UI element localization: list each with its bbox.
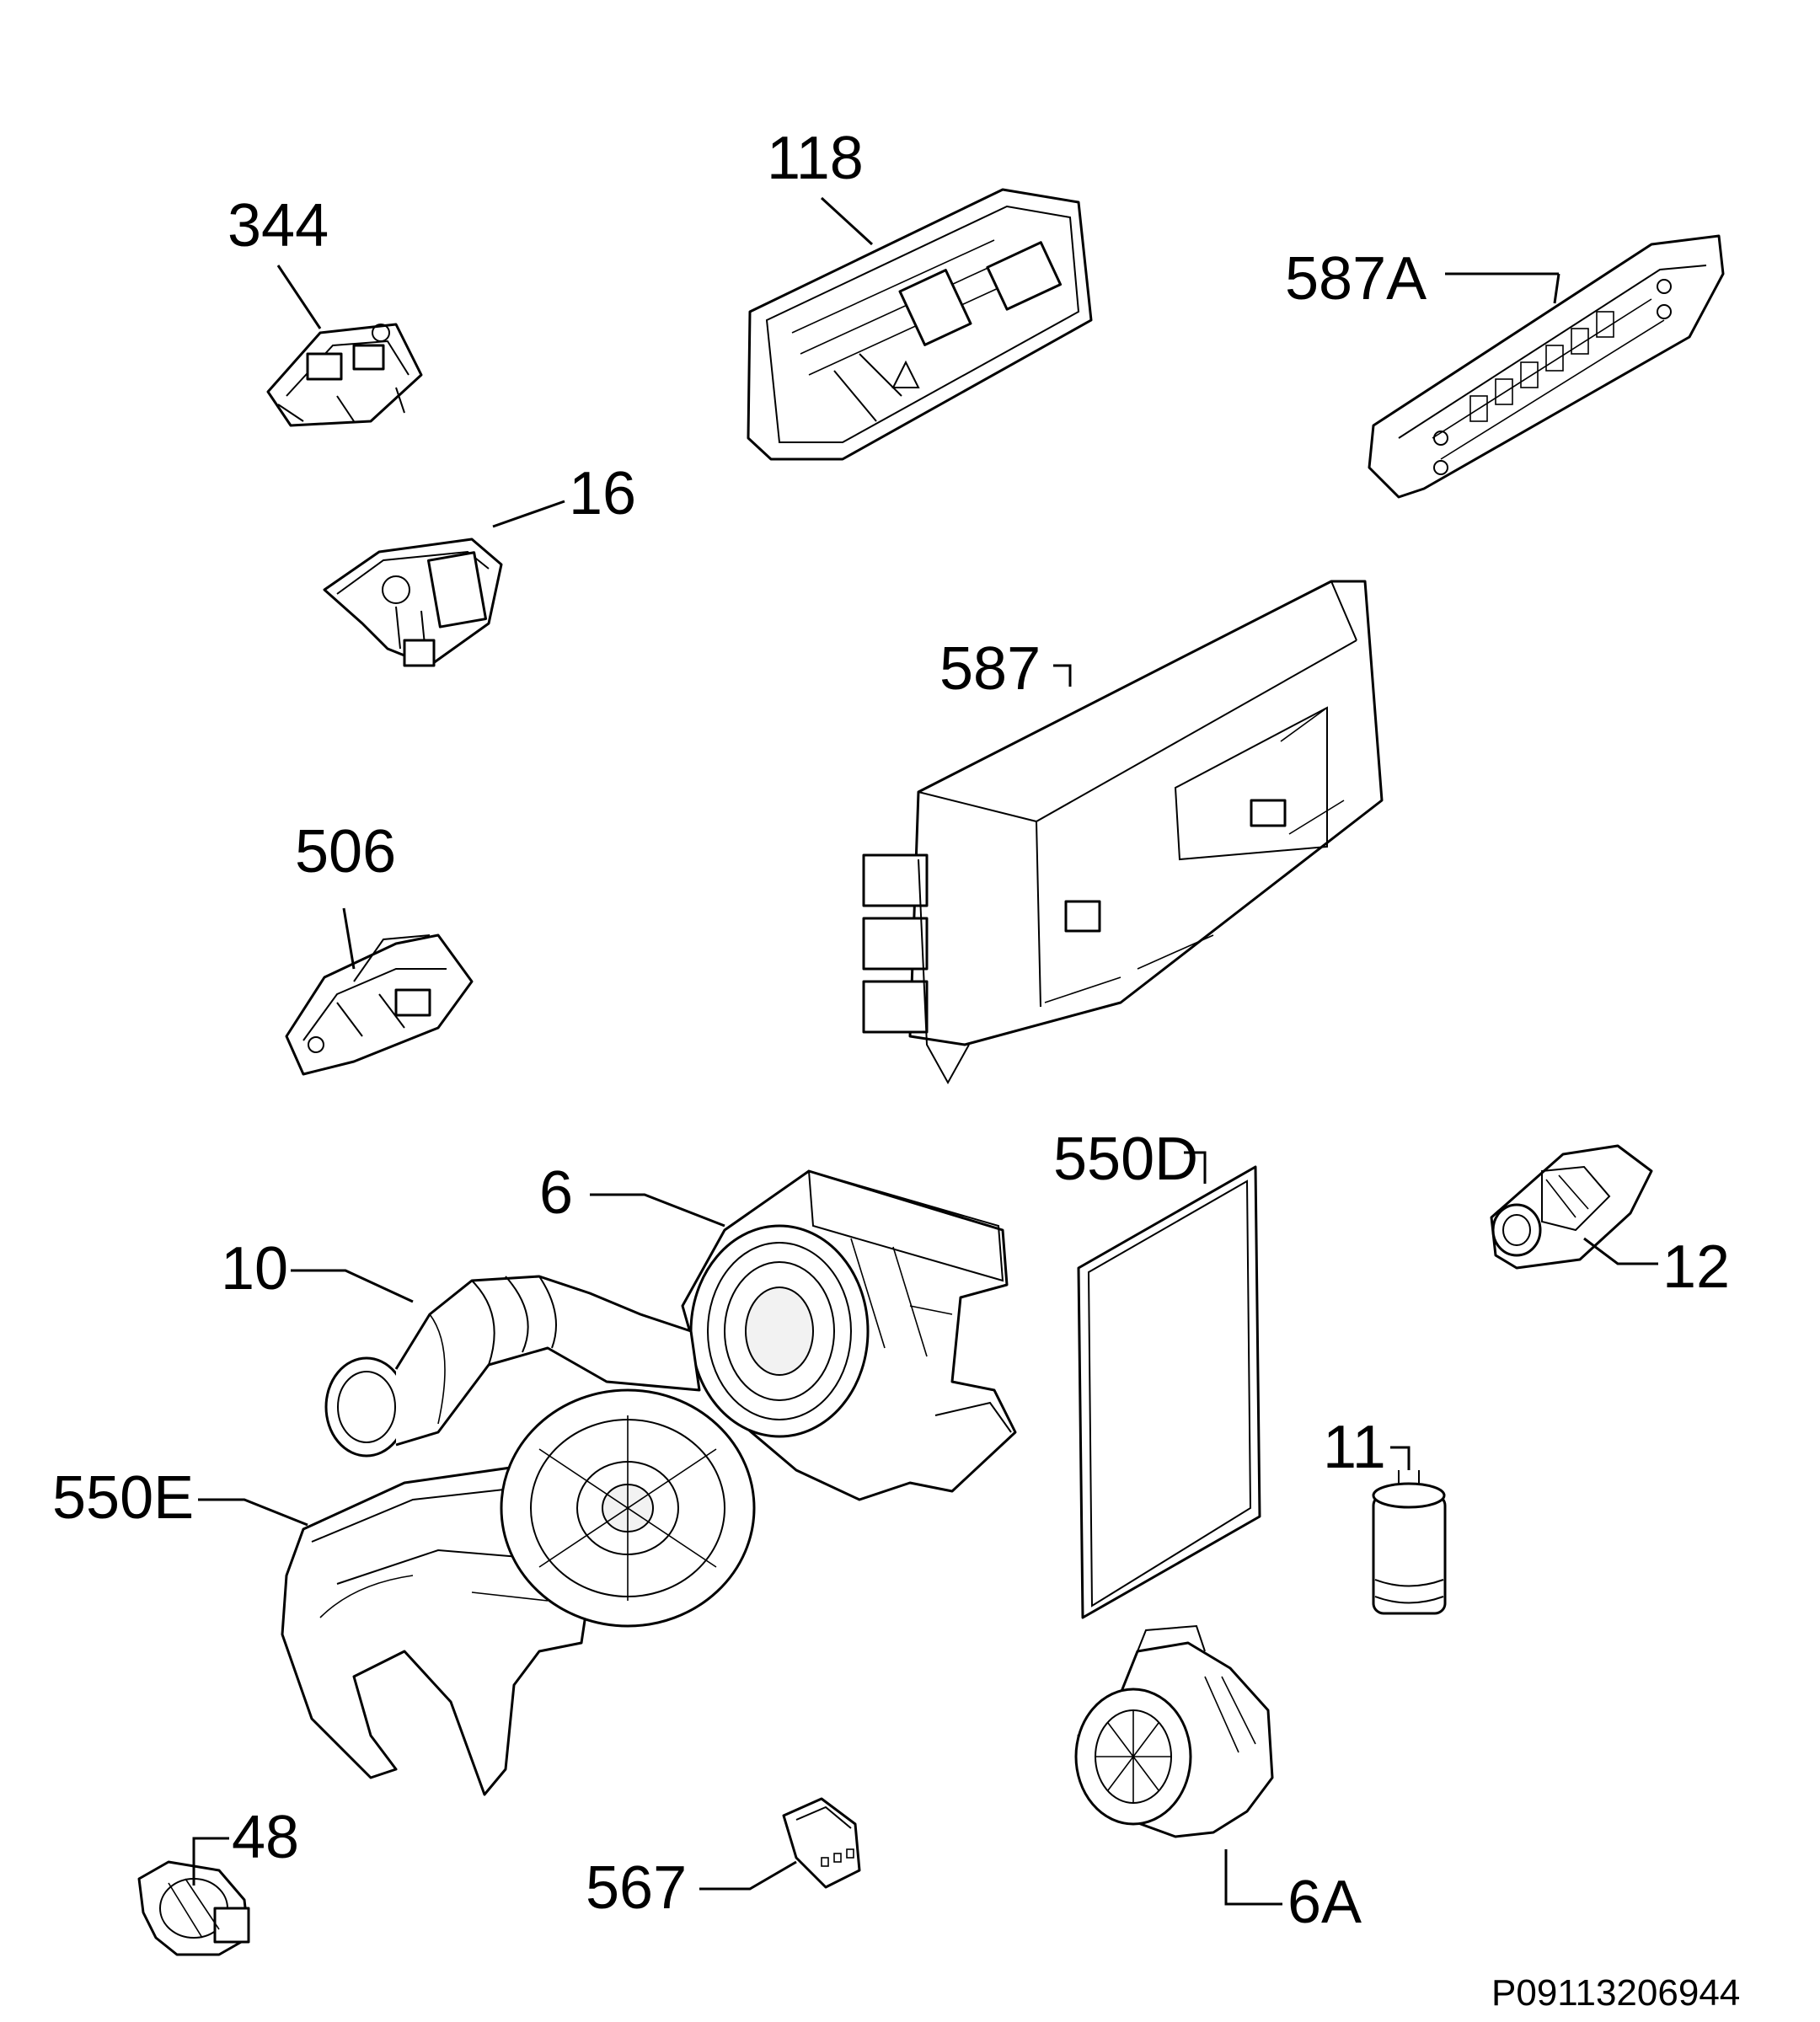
leader-48 (192, 1837, 229, 1886)
part-label-11: 11 (1323, 1414, 1386, 1481)
part-6-drawing (681, 1169, 1017, 1501)
part-label-550D: 550D (1053, 1126, 1198, 1193)
leader-6A (1224, 1849, 1282, 1906)
part-587A-drawing (1368, 234, 1725, 499)
part-10-drawing (324, 1275, 701, 1458)
part-label-6A: 6A (1287, 1869, 1362, 1936)
part-label-587A: 587A (1285, 245, 1427, 313)
part-label-506: 506 (295, 818, 396, 885)
leader-587 (1053, 664, 1072, 687)
part-118-drawing (747, 188, 1093, 461)
part-label-550E: 550E (52, 1464, 194, 1532)
part-label-12: 12 (1662, 1233, 1730, 1301)
part-567-drawing (782, 1797, 861, 1889)
part-550D-drawing (1077, 1165, 1261, 1619)
part-label-344: 344 (228, 192, 329, 259)
part-label-16: 16 (569, 460, 636, 527)
part-550E-impeller (500, 1388, 756, 1628)
part-12-drawing (1490, 1144, 1653, 1270)
document-code: P09113206944 (1491, 1972, 1740, 2014)
leader-16 (492, 500, 565, 528)
leader-506 (342, 907, 356, 970)
part-label-10: 10 (221, 1235, 288, 1303)
leader-550D (1184, 1151, 1207, 1184)
part-16-drawing (323, 538, 503, 667)
leader-10 (291, 1269, 414, 1303)
part-label-587: 587 (939, 635, 1041, 703)
part-6A-drawing (1074, 1624, 1274, 1838)
part-48-drawing (137, 1860, 250, 1956)
leader-11 (1390, 1446, 1410, 1470)
part-587-drawing (862, 580, 1384, 1085)
leader-567 (699, 1860, 797, 1891)
part-344-drawing (266, 323, 423, 427)
part-label-118: 118 (767, 125, 864, 192)
leader-344 (276, 265, 322, 329)
part-label-567: 567 (586, 1854, 687, 1922)
part-506-drawing (285, 933, 474, 1076)
part-11-drawing (1372, 1470, 1447, 1615)
leader-12 (1583, 1237, 1658, 1265)
leader-118 (820, 196, 874, 246)
leader-6 (590, 1193, 725, 1228)
part-label-6: 6 (539, 1159, 573, 1227)
part-label-48: 48 (232, 1804, 299, 1871)
part-550E-drawing (281, 1388, 756, 1796)
leader-550E (198, 1498, 308, 1527)
